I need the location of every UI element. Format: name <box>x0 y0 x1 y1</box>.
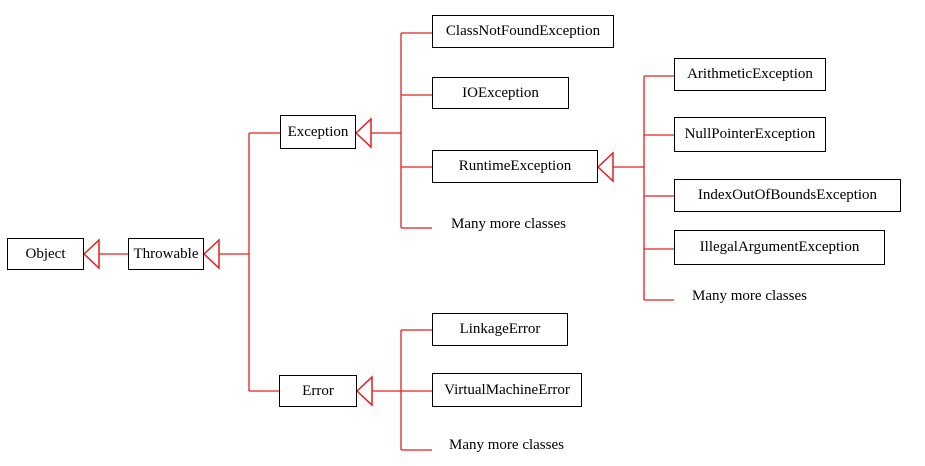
label-exception-more-classes: Many more classes <box>451 216 566 232</box>
node-illegal-argument-exception: IllegalArgumentException <box>674 230 885 265</box>
node-runtime-exception: RuntimeException <box>432 150 598 183</box>
node-io-exception: IOException <box>432 77 569 109</box>
node-throwable: Throwable <box>128 238 204 270</box>
connector-error-children <box>355 329 432 451</box>
node-virtual-machine-error: VirtualMachineError <box>432 373 582 407</box>
connector-exception-children <box>354 32 432 229</box>
node-exception: Exception <box>280 115 356 149</box>
connector-runtime-children <box>596 75 674 301</box>
node-null-pointer-exception: NullPointerException <box>674 117 826 152</box>
label-error-more-classes: Many more classes <box>449 437 564 453</box>
node-object: Object <box>7 238 84 270</box>
node-class-not-found-exception: ClassNotFoundException <box>432 15 614 48</box>
node-linkage-error: LinkageError <box>432 313 568 346</box>
label-runtime-more-classes: Many more classes <box>692 288 807 304</box>
connector-throwable-children <box>202 132 280 392</box>
node-error: Error <box>279 375 357 407</box>
node-arithmetic-exception: ArithmeticException <box>674 58 826 91</box>
node-index-out-of-bounds-exception: IndexOutOfBoundsException <box>674 179 901 212</box>
connector-throwable-object <box>82 238 128 270</box>
